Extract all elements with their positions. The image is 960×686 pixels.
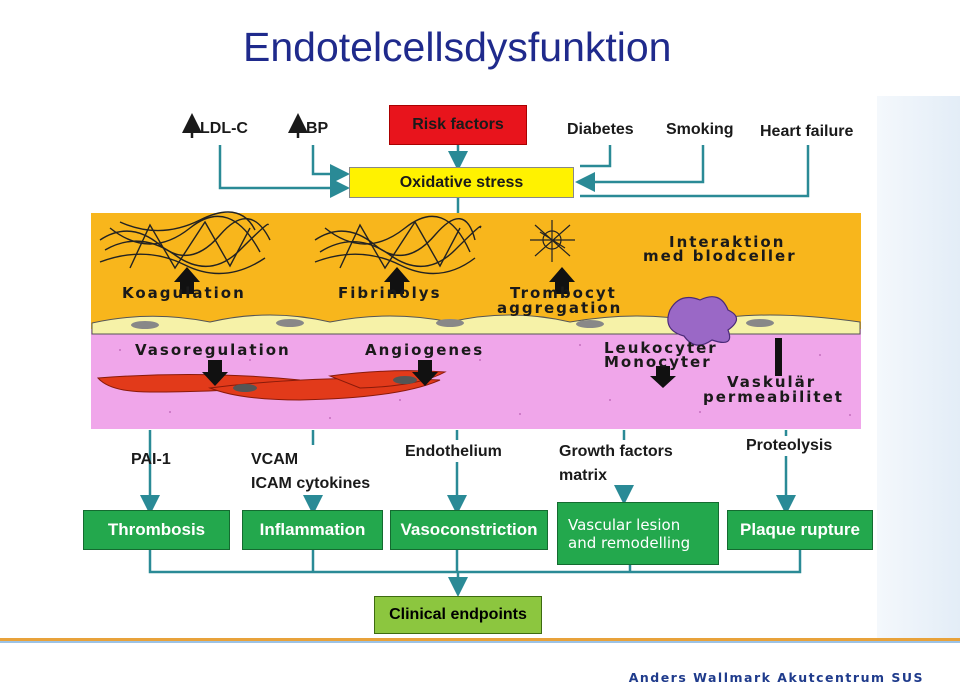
aggregation-label: aggregation — [497, 299, 623, 317]
vasoconstriction-box: Vasoconstriction — [390, 510, 548, 550]
vasoregulation-label: Vasoregulation — [135, 341, 291, 359]
vaskular-label: Vaskulär — [727, 373, 817, 391]
diabetes-label: Diabetes — [567, 121, 634, 138]
up-arrows — [174, 267, 575, 294]
slide-decoration — [877, 96, 960, 641]
platelet-cluster — [530, 220, 575, 262]
matrix-label: matrix — [559, 467, 608, 484]
koagulation-label: Koagulation — [122, 284, 246, 302]
proteolysis-label: Proteolysis — [746, 437, 833, 454]
smoking-label: Smoking — [666, 121, 734, 138]
heart-failure-label: Heart failure — [760, 123, 854, 140]
trombocyt-label: Trombocyt — [510, 284, 617, 302]
plaque-rupture-box: Plaque rupture — [727, 510, 873, 550]
angiogenes-label: Angiogenes — [365, 341, 485, 359]
permeabilitet-label: permeabilitet — [703, 388, 844, 406]
blodceller-label: med blodceller — [643, 247, 797, 265]
vcam-label: VCAM — [251, 451, 299, 468]
monocyte-icon — [667, 296, 738, 346]
ldl-label: LDL-C — [200, 120, 248, 137]
footer-rule-secondary — [0, 641, 960, 643]
smooth-muscle-cells — [96, 370, 447, 401]
growth-factors-label: Growth factors — [559, 443, 673, 460]
fibrinolys-label: Fibrinolys — [338, 284, 442, 302]
page-title: Endotelcellsdysfunktion — [243, 24, 672, 70]
risk-factors-box: Risk factors — [389, 105, 527, 145]
endothelial-cells — [91, 314, 861, 335]
inflammation-box: Inflammation — [242, 510, 383, 550]
vascular-lesion-line1: Vascular lesion — [568, 515, 681, 534]
footer-credit: Anders Wallmark Akutcentrum SUS — [628, 670, 924, 685]
outcome-connectors — [140, 430, 802, 597]
thrombosis-box: Thrombosis — [83, 510, 230, 550]
monocyter-label: Monocyter — [604, 353, 712, 371]
interaktion-label: Interaktion — [669, 233, 786, 251]
endothelium-surface-band — [91, 213, 861, 329]
vascular-lesion-line2: and remodelling — [568, 533, 691, 552]
pai1-label: PAI-1 — [131, 451, 171, 468]
pink-texture — [119, 344, 851, 419]
vascular-lesion-box: Vascular lesion and remodelling — [557, 502, 719, 565]
down-arrows — [202, 338, 782, 388]
icam-label: ICAM cytokines — [251, 475, 371, 492]
fibrin-mesh — [99, 211, 482, 275]
clinical-endpoints-box: Clinical endpoints — [374, 596, 542, 634]
endothelium-label: Endothelium — [405, 443, 502, 460]
leukocyter-label: Leukocyter — [604, 339, 718, 357]
risk-connectors — [218, 145, 810, 213]
footer-rule — [0, 638, 960, 641]
oxidative-stress-box: Oxidative stress — [349, 167, 574, 198]
bp-label: BP — [306, 120, 329, 137]
